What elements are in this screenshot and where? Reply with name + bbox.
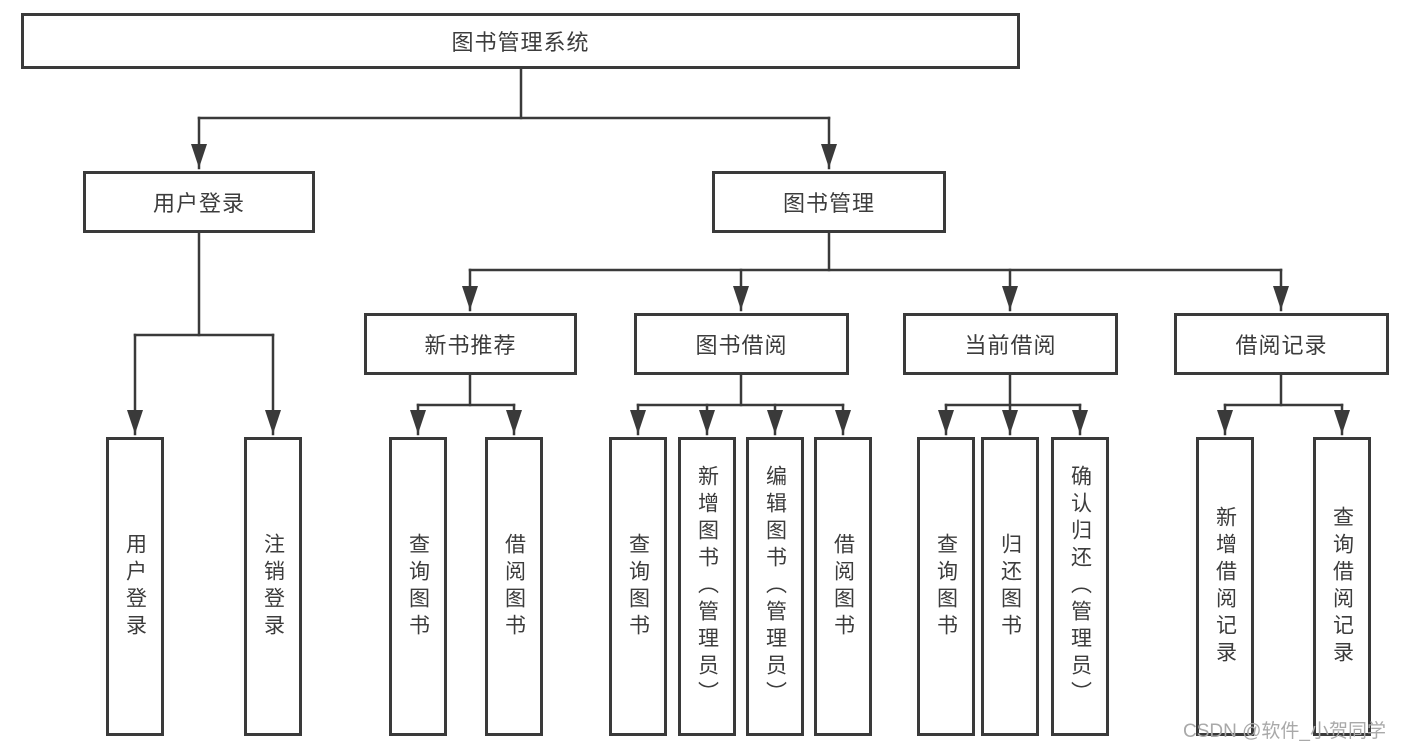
node-leaf-borrow-books-borrowing-label: 借阅图书: [831, 532, 855, 641]
node-leaf-user-login: 用户登录: [106, 437, 164, 736]
connector-currentborrow-to-leaves: [938, 373, 1088, 436]
connector-userlogin-to-leaves: [127, 231, 281, 436]
node-new-book-recommendation-label: 新书推荐: [424, 333, 517, 358]
connector-newbook-to-leaves: [410, 373, 522, 436]
node-leaf-logout: 注销登录: [244, 437, 302, 736]
node-current-borrowing: 当前借阅: [903, 313, 1118, 375]
node-borrowing-records: 借阅记录: [1174, 313, 1389, 375]
node-leaf-logout-label: 注销登录: [261, 532, 285, 641]
node-leaf-add-borrow-record-label: 新增借阅记录: [1213, 505, 1237, 668]
node-leaf-query-books-recommend: 查询图书: [389, 437, 447, 736]
node-user-login-label: 用户登录: [152, 191, 245, 216]
connector-borrowrecords-to-leaves: [1217, 373, 1350, 436]
node-leaf-confirm-return-admin-label: 确认归还（管理员）: [1068, 465, 1092, 708]
csdn-watermark: CSDN @软件_小贺同学: [1183, 721, 1386, 742]
node-leaf-query-borrow-record: 查询借阅记录: [1313, 437, 1371, 736]
node-leaf-query-books-borrowing-label: 查询图书: [626, 532, 650, 641]
node-leaf-confirm-return-admin: 确认归还（管理员）: [1051, 437, 1109, 736]
node-leaf-return-books: 归还图书: [981, 437, 1039, 736]
node-leaf-add-borrow-record: 新增借阅记录: [1196, 437, 1254, 736]
node-leaf-edit-book-admin: 编辑图书（管理员）: [746, 437, 804, 736]
node-leaf-add-book-admin: 新增图书（管理员）: [678, 437, 736, 736]
node-leaf-query-borrow-record-label: 查询借阅记录: [1330, 505, 1354, 668]
node-leaf-return-books-label: 归还图书: [998, 532, 1022, 641]
node-system-root: 图书管理系统: [21, 13, 1020, 69]
node-leaf-borrow-books-recommend-label: 借阅图书: [502, 532, 526, 641]
node-leaf-user-login-label: 用户登录: [123, 532, 147, 641]
node-leaf-add-book-admin-label: 新增图书（管理员）: [695, 465, 719, 708]
node-book-management: 图书管理: [712, 171, 946, 233]
node-leaf-borrow-books-recommend: 借阅图书: [485, 437, 543, 736]
node-book-borrowing-label: 图书借阅: [695, 333, 788, 358]
node-system-root-label: 图书管理系统: [451, 30, 590, 55]
node-leaf-query-books-recommend-label: 查询图书: [406, 532, 430, 641]
node-leaf-query-books-borrowing: 查询图书: [609, 437, 667, 736]
node-leaf-edit-book-admin-label: 编辑图书（管理员）: [763, 465, 787, 708]
node-leaf-query-books-current-label: 查询图书: [934, 532, 958, 641]
node-book-borrowing: 图书借阅: [634, 313, 849, 375]
connector-bookborrow-to-leaves: [630, 373, 851, 436]
node-leaf-query-books-current: 查询图书: [917, 437, 975, 736]
node-borrowing-records-label: 借阅记录: [1235, 333, 1328, 358]
node-current-borrowing-label: 当前借阅: [964, 333, 1057, 358]
connector-bookmgmt-to-level3: [462, 231, 1289, 312]
node-new-book-recommendation: 新书推荐: [364, 313, 577, 375]
connector-root-to-level2: [191, 67, 837, 170]
node-leaf-borrow-books-borrowing: 借阅图书: [814, 437, 872, 736]
node-book-management-label: 图书管理: [782, 191, 875, 216]
node-user-login: 用户登录: [83, 171, 315, 233]
